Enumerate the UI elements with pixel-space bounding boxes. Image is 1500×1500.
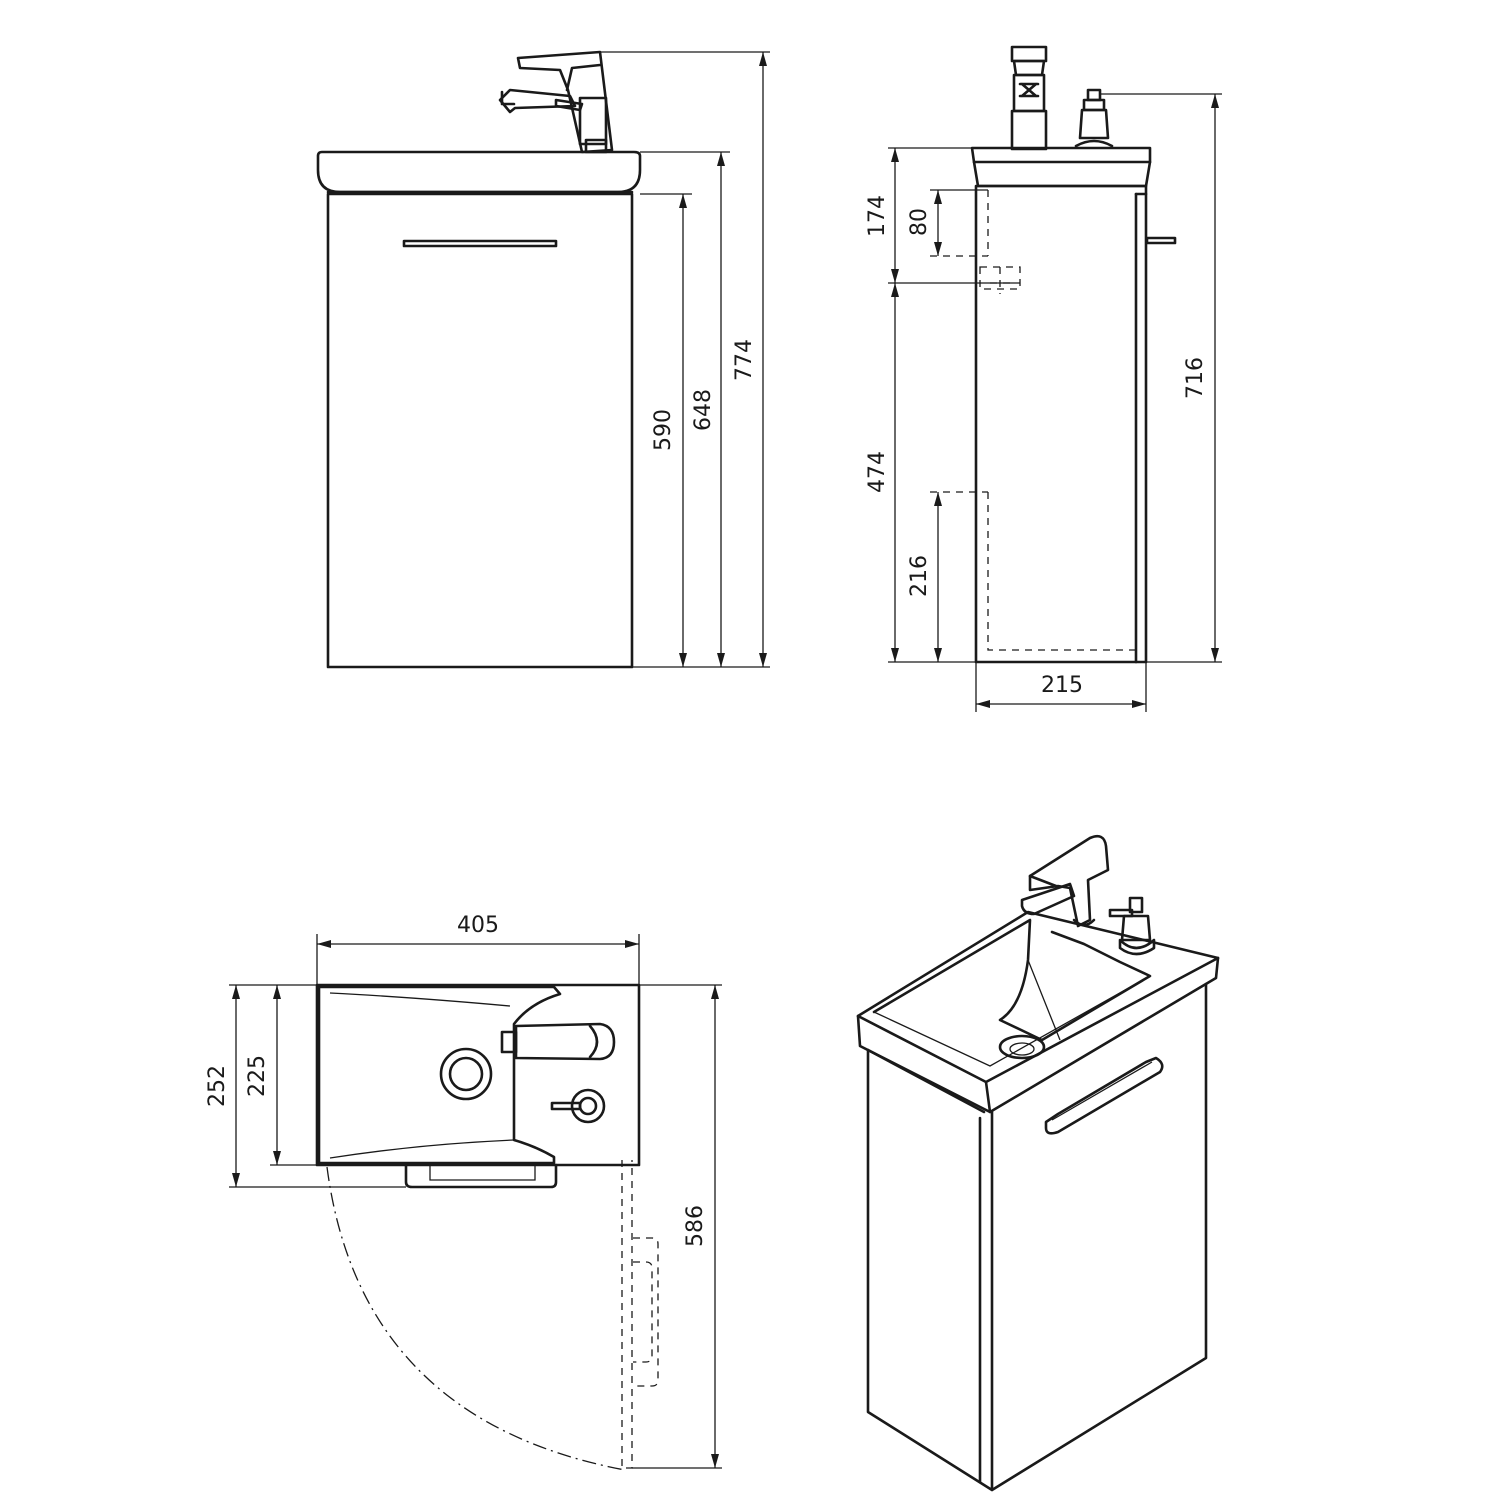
side-dimensions (888, 93, 1222, 712)
soap-dispenser-side (1074, 88, 1114, 148)
dim-405-label: 405 (457, 913, 499, 938)
dim-252-label: 252 (205, 1065, 230, 1107)
dim-774-label: 774 (732, 339, 757, 381)
side-view: 174 80 474 216 716 215 (865, 45, 1222, 712)
dim-590-label: 590 (651, 409, 676, 451)
front-view: 590 648 774 (316, 50, 770, 669)
dim-216-label: 216 (907, 555, 932, 597)
handle-top (404, 1163, 558, 1189)
iso-handle (1044, 1056, 1164, 1135)
drain (439, 1047, 493, 1101)
dim-174-label: 174 (865, 195, 890, 237)
cabinet-side (974, 184, 1148, 664)
iso-faucet (1020, 834, 1110, 928)
dim-716-label: 716 (1183, 357, 1208, 399)
dim-586-label: 586 (683, 1205, 708, 1247)
iso-cabinet (866, 982, 1208, 1492)
door-swing-arc (326, 1166, 626, 1471)
dim-80-label: 80 (907, 208, 932, 236)
faucet-top (514, 1022, 616, 1061)
handle-side (1145, 236, 1177, 245)
faucet-side (1010, 45, 1048, 151)
bowl-outline (317, 985, 562, 1165)
iso-soap-dispenser (1108, 896, 1156, 956)
top-view: 405 252 225 586 (205, 913, 722, 1471)
cabinet-front (326, 192, 634, 669)
basin-top-outline (315, 983, 641, 1167)
dim-648-label: 648 (691, 389, 716, 431)
dim-215-label: 215 (1041, 673, 1083, 698)
iso-basin-rim (856, 910, 1220, 1114)
basin-side (970, 146, 1152, 188)
front-dimensions (600, 51, 770, 668)
handle-front (402, 239, 558, 248)
faucet-front (498, 50, 614, 154)
iso-drain (998, 1034, 1046, 1060)
basin-front (316, 150, 642, 194)
soap-dispenser-top (570, 1088, 606, 1124)
isometric-view (856, 834, 1220, 1492)
dim-225-label: 225 (245, 1055, 270, 1097)
top-dimensions (229, 934, 722, 1469)
dim-474-label: 474 (865, 451, 890, 493)
